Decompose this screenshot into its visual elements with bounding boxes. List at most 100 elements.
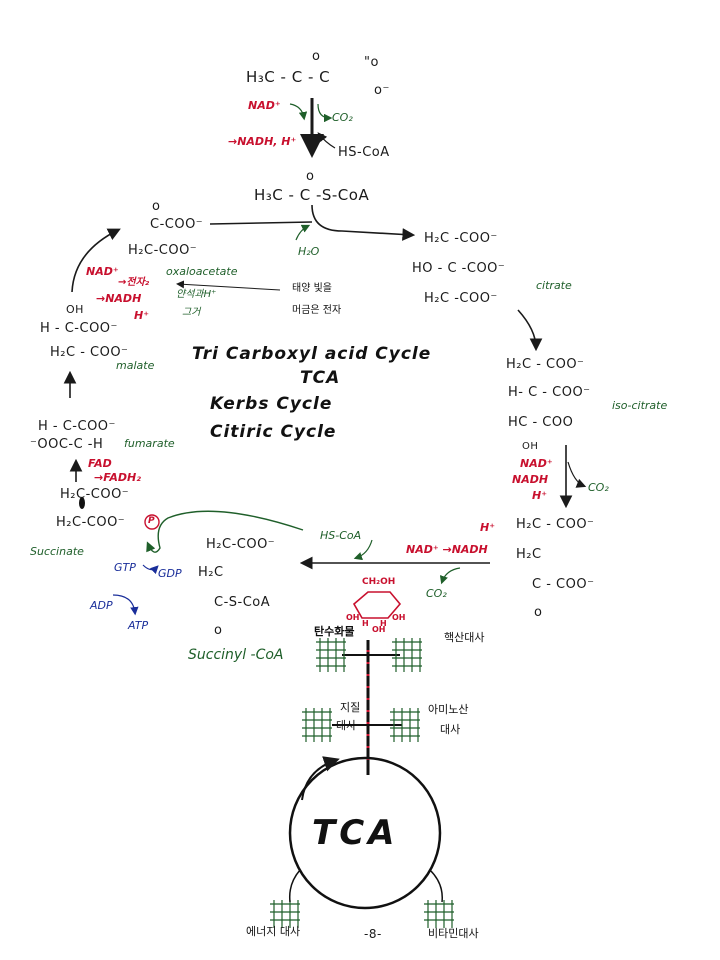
acetyl-formula: H₃C - C -S-CoA [254,186,370,204]
acetyl-h2o: H₂O [298,245,320,258]
pyruvate-nad: NAD⁺ [248,99,281,112]
malate-line2: H₂C - COO⁻ [50,345,129,360]
citrate-to-isocitrate [517,309,543,352]
vitamin-metabolism-label: 비타민대사 [428,927,479,940]
co2-curve-2 [439,567,461,585]
glucose-oh-1: OH [346,613,360,622]
electron-note-2: 그거 [182,307,201,318]
succinate-line2: H₂C-COO⁻ [56,515,126,530]
oxaloacetate-line2: H₂C-COO⁻ [128,243,198,258]
hscoa-curve [317,132,336,149]
malate-oh: OH [66,303,84,316]
electron-note-1: 얀석과H⁺ [176,289,217,300]
title-citiric: Citiric Cycle [210,422,337,442]
citrate-line2: HO - C -COO⁻ [412,261,506,276]
succinate-gtp: GTP [114,561,136,574]
nucleic-metabolism-label: 핵산대사 [444,631,485,644]
fumarate-fadh2: →FADH₂ [94,471,141,484]
glucose-ch2oh: CH₂OH [362,577,396,587]
keto-line2: H₂C [516,547,542,562]
pyruvate-co2: CO₂ [332,111,353,124]
nad-curve [289,103,308,121]
isocitrate-line1: H₂C - COO⁻ [506,357,585,372]
amino-label-2: 대사 [440,723,461,736]
succinylcoa-line1: H₂C-COO⁻ [206,537,276,552]
malate-to-oxaloacetate [71,228,121,293]
pyruvate-nadh: →NADH, H⁺ [228,135,297,148]
energy-root [288,869,301,903]
succinate-bond-mark [79,497,85,509]
grid-patches [270,638,454,928]
phosphate-label: P [148,516,155,526]
acetyl-to-citrate [311,204,416,241]
isocitrate-line3: HC - COO [508,415,574,430]
fumarate-fad: FAD [88,457,112,470]
isocitrate-h: H⁺ [532,489,548,502]
glucose-h-2: H [380,619,387,628]
malate-dh-nadh: →NADH [96,292,142,305]
isocitrate-nadh: NADH [512,473,549,486]
citrate-name: citrate [536,279,572,292]
malate-dh-electrons: →전자₂ [118,277,150,288]
succinylcoa-line2: H₂C [198,565,224,580]
title-tricarboxyl: Tri Carboxyl acid Cycle [192,344,432,364]
succinate-line1: H₂C-COO⁻ [60,487,130,502]
glucose-oh-2: OH [392,613,406,622]
pyruvate-carboxyl-ominus: o⁻ [374,83,390,98]
tca-circle-arrow [301,756,340,801]
pyruvate-carboxyl-o: "o [364,55,379,70]
succinate-name: Succinate [30,545,84,558]
oxaloacetate-name: oxaloacetate [166,265,238,278]
glucose-h-1: H [362,619,369,628]
oxaloacetate-line1: C-COO⁻ [150,217,204,232]
fumarate-name: fumarate [124,437,175,450]
isocitrate-name: iso-citrate [612,399,668,412]
isocitrate-oh: OH [522,441,539,452]
title-kerbs: Kerbs Cycle [210,394,333,414]
citrate-line3: H₂C -COO⁻ [424,291,498,306]
glucose-oh-3: OH [372,625,386,634]
fumarate-line1: H - C-COO⁻ [38,419,116,434]
pyruvate-carbonyl-o: o [312,49,321,64]
glucose-ring [352,591,402,619]
succinylcoa-line3: C-S-CoA [214,595,271,610]
carb-metabolism-label: 탄수화물 [314,625,355,638]
isocitrate-co2-curve [567,461,587,488]
fumarate-line2: ⁻OOC-C -H [30,437,104,452]
sunlight-note-2: 머금은 전자 [292,305,342,316]
succinate-gdp: GDP [158,567,182,580]
succinylcoa-o: o [214,623,223,638]
malate-line1: H - C-COO⁻ [40,321,118,336]
hscoa-curve-2 [353,539,373,561]
keto-co2: CO₂ [426,587,447,600]
lipid-label-2: 대사 [336,719,357,732]
succinate-adp: ADP [90,599,113,612]
pyruvate-hscoa: HS-CoA [338,145,390,160]
isocitrate-line2: H- C - COO⁻ [508,385,591,400]
vitamin-root [429,869,443,903]
acetyl-carbonyl-o: o [306,169,315,184]
sunlight-electron-arrow [176,280,281,291]
keto-o: o [534,605,543,620]
energy-metabolism-label: 에너지 대사 [246,925,301,938]
keto-hscoa: HS-CoA [320,529,362,542]
malate-dh-nad: NAD⁺ [86,265,119,278]
lipid-label-1: 지질 [340,701,361,714]
malate-dh-h: H⁺ [134,309,150,322]
phosphate-circle [144,514,160,530]
page-number: -8- [364,927,382,941]
isocitrate-co2: CO₂ [588,481,609,494]
succinate-atp: ATP [128,619,149,632]
succinylcoa-name: Succinyl -CoA [188,647,284,663]
h2o-curve [295,224,311,241]
oxaloacetate-to-citrate [209,221,313,225]
isocitrate-nad: NAD⁺ [520,457,553,470]
adp-atp-curve [112,594,139,616]
tca-circle-label: TCA [312,813,399,853]
amino-label-1: 아미노산 [428,703,469,716]
citrate-line1: H₂C -COO⁻ [424,231,498,246]
oxaloacetate-o: o [152,199,161,214]
keto-h: H⁺ [480,521,496,534]
tca-circle [288,756,442,910]
